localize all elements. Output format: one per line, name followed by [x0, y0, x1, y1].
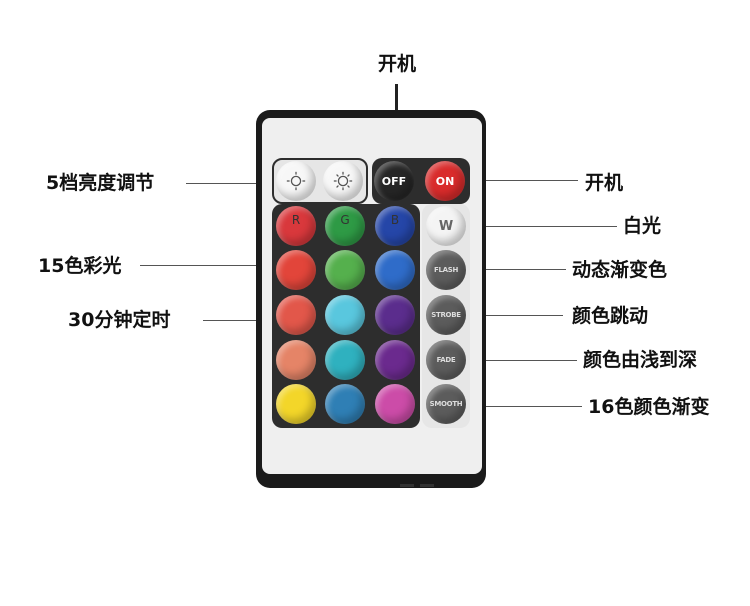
color-button-cyan[interactable] — [325, 295, 365, 335]
on-button[interactable]: ON — [425, 161, 465, 201]
pointer-line-30min-timer — [203, 320, 283, 321]
pointer-line-15-colors — [140, 265, 282, 266]
pointer-line-16-colors — [468, 406, 582, 407]
pointer-line-color-jump — [468, 315, 563, 316]
smooth-button[interactable]: SMOOTH — [426, 384, 466, 424]
color-button-peach[interactable] — [276, 340, 316, 380]
pointer-line-white-light — [462, 226, 617, 227]
sun-dim-icon — [286, 171, 306, 191]
color-button-light-green[interactable] — [325, 250, 365, 290]
color-button-magenta[interactable] — [375, 384, 415, 424]
b-label: B — [390, 213, 400, 227]
label-power-right: 开机 — [585, 172, 624, 194]
pointer-line-light-to-dark — [473, 360, 577, 361]
sun-bright-icon — [333, 171, 353, 191]
label-brightness: 5档亮度调节 — [46, 172, 155, 194]
green-button[interactable]: G — [325, 206, 365, 246]
white-button[interactable]: W — [426, 206, 466, 246]
g-label: G — [340, 213, 350, 227]
label-16-colors: 16色颜色渐变 — [588, 396, 710, 418]
label-color-jump: 颜色跳动 — [572, 305, 649, 327]
color-button-orange-red[interactable] — [276, 250, 316, 290]
color-button-ocean[interactable] — [325, 384, 365, 424]
brightness-down-button[interactable] — [276, 161, 316, 201]
pointer-line-power-right — [460, 180, 578, 181]
label-power-top: 开机 — [378, 53, 417, 75]
color-button-sky-blue[interactable] — [375, 250, 415, 290]
label-30min-timer: 30分钟定时 — [68, 309, 171, 331]
blue-button[interactable]: B — [375, 206, 415, 246]
label-15-colors: 15色彩光 — [38, 255, 122, 277]
color-button-teal[interactable] — [325, 340, 365, 380]
battery-slot — [400, 484, 414, 487]
pointer-line-brightness — [186, 183, 281, 184]
fade-button[interactable]: FADE — [426, 340, 466, 380]
color-button-salmon[interactable] — [276, 295, 316, 335]
pointer-line-dynamic-fade — [468, 269, 566, 270]
strobe-button[interactable]: STROBE — [426, 295, 466, 335]
off-button[interactable]: OFF — [374, 161, 414, 201]
battery-slot — [420, 484, 434, 487]
color-button-yellow[interactable] — [276, 384, 316, 424]
label-light-to-dark: 颜色由浅到深 — [583, 349, 698, 371]
label-dynamic-fade: 动态渐变色 — [572, 259, 668, 281]
label-white-light: 白光 — [623, 215, 662, 237]
r-label: R — [291, 213, 301, 227]
color-button-purple[interactable] — [375, 295, 415, 335]
red-button[interactable]: R — [276, 206, 316, 246]
brightness-up-button[interactable] — [323, 161, 363, 201]
color-button-violet[interactable] — [375, 340, 415, 380]
flash-button[interactable]: FLASH — [426, 250, 466, 290]
